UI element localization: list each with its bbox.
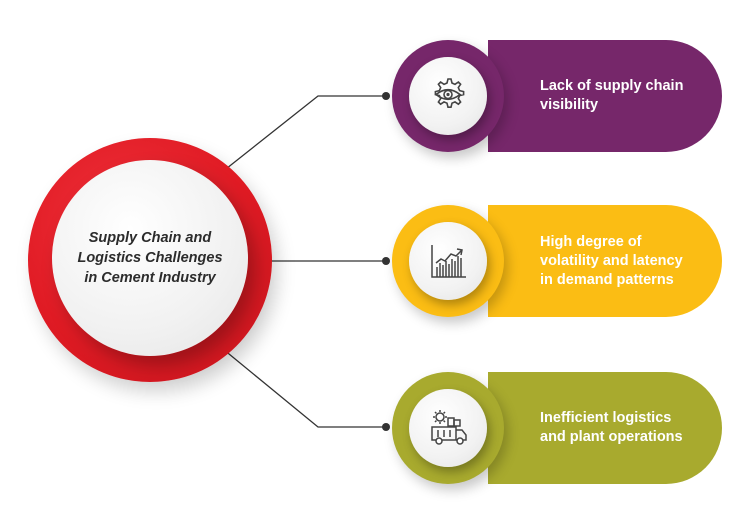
pill-cap [392,205,504,317]
connector-line-1 [211,95,386,181]
pill-band [488,205,722,317]
growth-chart-icon [431,245,466,278]
hub-title: Supply Chain and Logistics Challenges in… [77,230,223,286]
icon-disc [409,57,487,135]
icon-disc [409,389,487,467]
challenge-volatility: High degree of volatility and latency in… [392,205,722,317]
pill-cap [392,372,504,484]
pill-cap [392,40,504,152]
pill-band [488,40,722,152]
connector-dot-2 [382,257,390,265]
icon-disc [409,222,487,300]
challenge-visibility: Lack of supply chain visibility [392,40,722,152]
connector-dot-1 [382,92,390,100]
connector-line-3 [211,339,386,428]
challenge-label: High degree of volatility and latency in… [540,233,683,288]
gear-eye-icon [434,78,465,108]
challenge-label: Inefficient logistics and plant operatio… [540,410,683,445]
challenge-logistics: Inefficient logistics and plant operatio… [392,372,722,484]
pill-band [488,372,722,484]
delivery-truck-gear-icon [431,410,467,445]
connector-dot-3 [382,423,390,431]
hub-circle: Supply Chain and Logistics Challenges in… [52,160,248,356]
challenge-label: Lack of supply chain visibility [540,78,684,113]
